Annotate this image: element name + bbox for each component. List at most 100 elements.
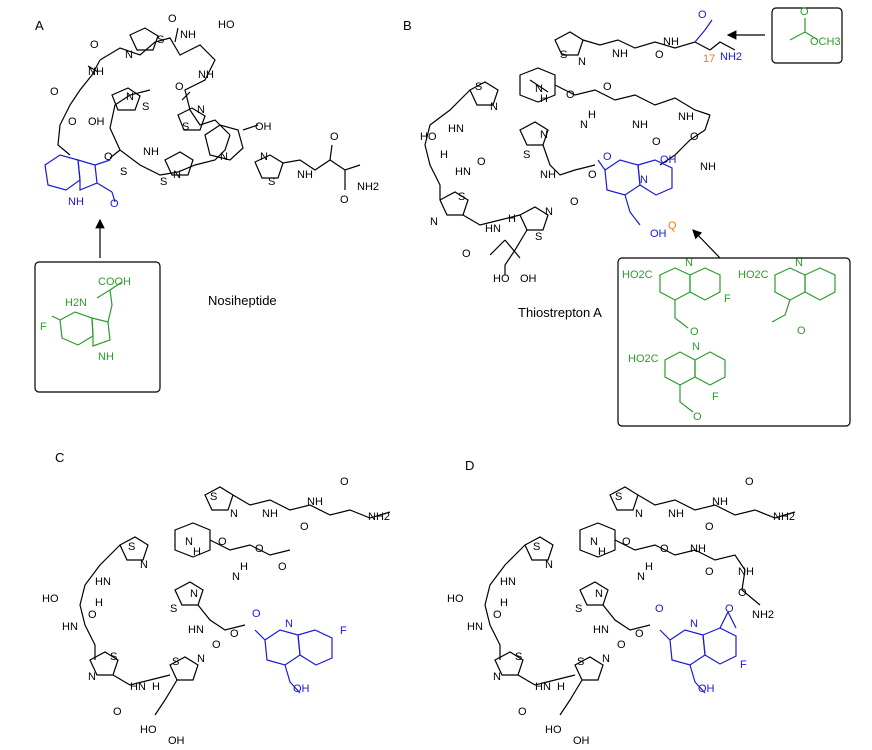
atom-label: HO2C (628, 353, 659, 365)
atom-label: N (590, 536, 598, 548)
atom-label: HO (218, 19, 235, 31)
atom-label: NH (180, 29, 196, 41)
atom-label: N (197, 104, 205, 116)
panel-b (424, 31, 736, 275)
atom-label: OCH3 (810, 36, 841, 48)
atom-label: O (340, 194, 349, 206)
atom-label: N (197, 653, 205, 665)
position-label: 17 (703, 53, 715, 65)
atom-label: OH (520, 273, 537, 285)
atom-label: O (603, 81, 612, 93)
atom-label: O (88, 609, 97, 621)
atom-label: O (570, 196, 579, 208)
atom-label: S (110, 651, 117, 663)
atom-label: HN (95, 576, 111, 588)
atom-label: O (477, 156, 486, 168)
atom-label: O (278, 561, 287, 573)
atom-label: O (617, 639, 626, 651)
atom-label: HN (188, 624, 204, 636)
atom-label: S (128, 541, 135, 553)
atom-label: HN (455, 166, 471, 178)
atom-label: NH2 (773, 511, 795, 523)
atom-label: OH (293, 683, 310, 695)
atom-label: S (515, 651, 522, 663)
atom-label: O (110, 198, 119, 210)
atom-label: O (655, 49, 664, 61)
panel-b-caption: Thiostrepton A (518, 305, 602, 320)
atom-label: O (252, 608, 261, 620)
atom-label: H (500, 597, 508, 609)
atom-label: N (640, 174, 648, 186)
atom-label: H (588, 109, 596, 121)
atom-label: N (602, 653, 610, 665)
atom-label: H (152, 681, 160, 693)
atom-label: NH (700, 161, 716, 173)
atom-label: S (160, 176, 167, 188)
atom-label: H (645, 561, 653, 573)
panel-c-fluoroquinoline (254, 629, 333, 694)
panel-b-analog-labels: HO2C N F O HO2C N O HO2C N F O (622, 257, 806, 423)
atom-label: NH (712, 496, 728, 508)
panel-a-precursor-box (34, 261, 161, 393)
atom-label: O (690, 326, 699, 338)
atom-label: H (440, 149, 448, 161)
atom-label: O (218, 536, 227, 548)
atom-label: O (68, 116, 77, 128)
atom-label: O (175, 81, 184, 93)
atom-label: H (540, 93, 548, 105)
atom-label: NH (68, 196, 84, 208)
panel-b-quinaldic-moiety (597, 159, 673, 226)
atom-label: NH (143, 146, 159, 158)
panel-b-methyl-ester (789, 18, 819, 41)
atom-label: O (566, 89, 575, 101)
atom-label: NH (738, 566, 754, 578)
atom-label: N (140, 559, 148, 571)
atom-label: N (190, 588, 198, 600)
atom-label: OH (255, 121, 272, 133)
atom-label: NH (297, 169, 313, 181)
atom-label: S (615, 491, 622, 503)
atom-label: OH (168, 735, 185, 747)
atom-label: OH (88, 116, 105, 128)
atom-label: N (232, 571, 240, 583)
atom-label: O (738, 587, 747, 599)
panel-b-atom-labels: S N NH O NH O NH2 17 O OCH3 S N N H O O … (420, 6, 841, 285)
atom-label: S (475, 81, 482, 93)
atom-label: HO (420, 131, 437, 143)
atom-label: H (598, 546, 606, 558)
atom-label: NH (632, 119, 648, 131)
atom-label: O (652, 136, 661, 148)
atom-label: HN (593, 624, 609, 636)
atom-label: O (800, 6, 809, 18)
atom-label: S (577, 656, 584, 668)
atom-label: NH2 (720, 51, 742, 63)
atom-label: O (518, 706, 527, 718)
atom-label: NH2 (368, 511, 390, 523)
atom-label: N (125, 49, 133, 61)
atom-label: S (268, 176, 275, 188)
atom-label: HN (535, 681, 551, 693)
atom-label: O (622, 536, 631, 548)
atom-label: NH2 (752, 609, 774, 621)
atom-label: N (230, 508, 238, 520)
atom-label: O (212, 639, 221, 651)
atom-label: N (535, 83, 543, 95)
atom-label: O (635, 628, 644, 640)
atom-label: F (340, 625, 347, 637)
atom-label: S (170, 603, 177, 615)
atom-label: S (458, 191, 465, 203)
atom-label: NH (262, 508, 278, 520)
atom-label: N (692, 341, 700, 353)
atom-label: HO (42, 593, 59, 605)
atom-label: O (230, 628, 239, 640)
atom-label: NH (540, 169, 556, 181)
atom-label: NH (88, 66, 104, 78)
atom-label: N (595, 588, 603, 600)
atom-label: N (578, 56, 586, 68)
atom-label: S (157, 34, 164, 46)
panel-b-bottom-arrow (692, 229, 721, 259)
atom-label: O (698, 9, 707, 21)
atom-label: HO (140, 724, 157, 736)
atom-label: O (113, 706, 122, 718)
